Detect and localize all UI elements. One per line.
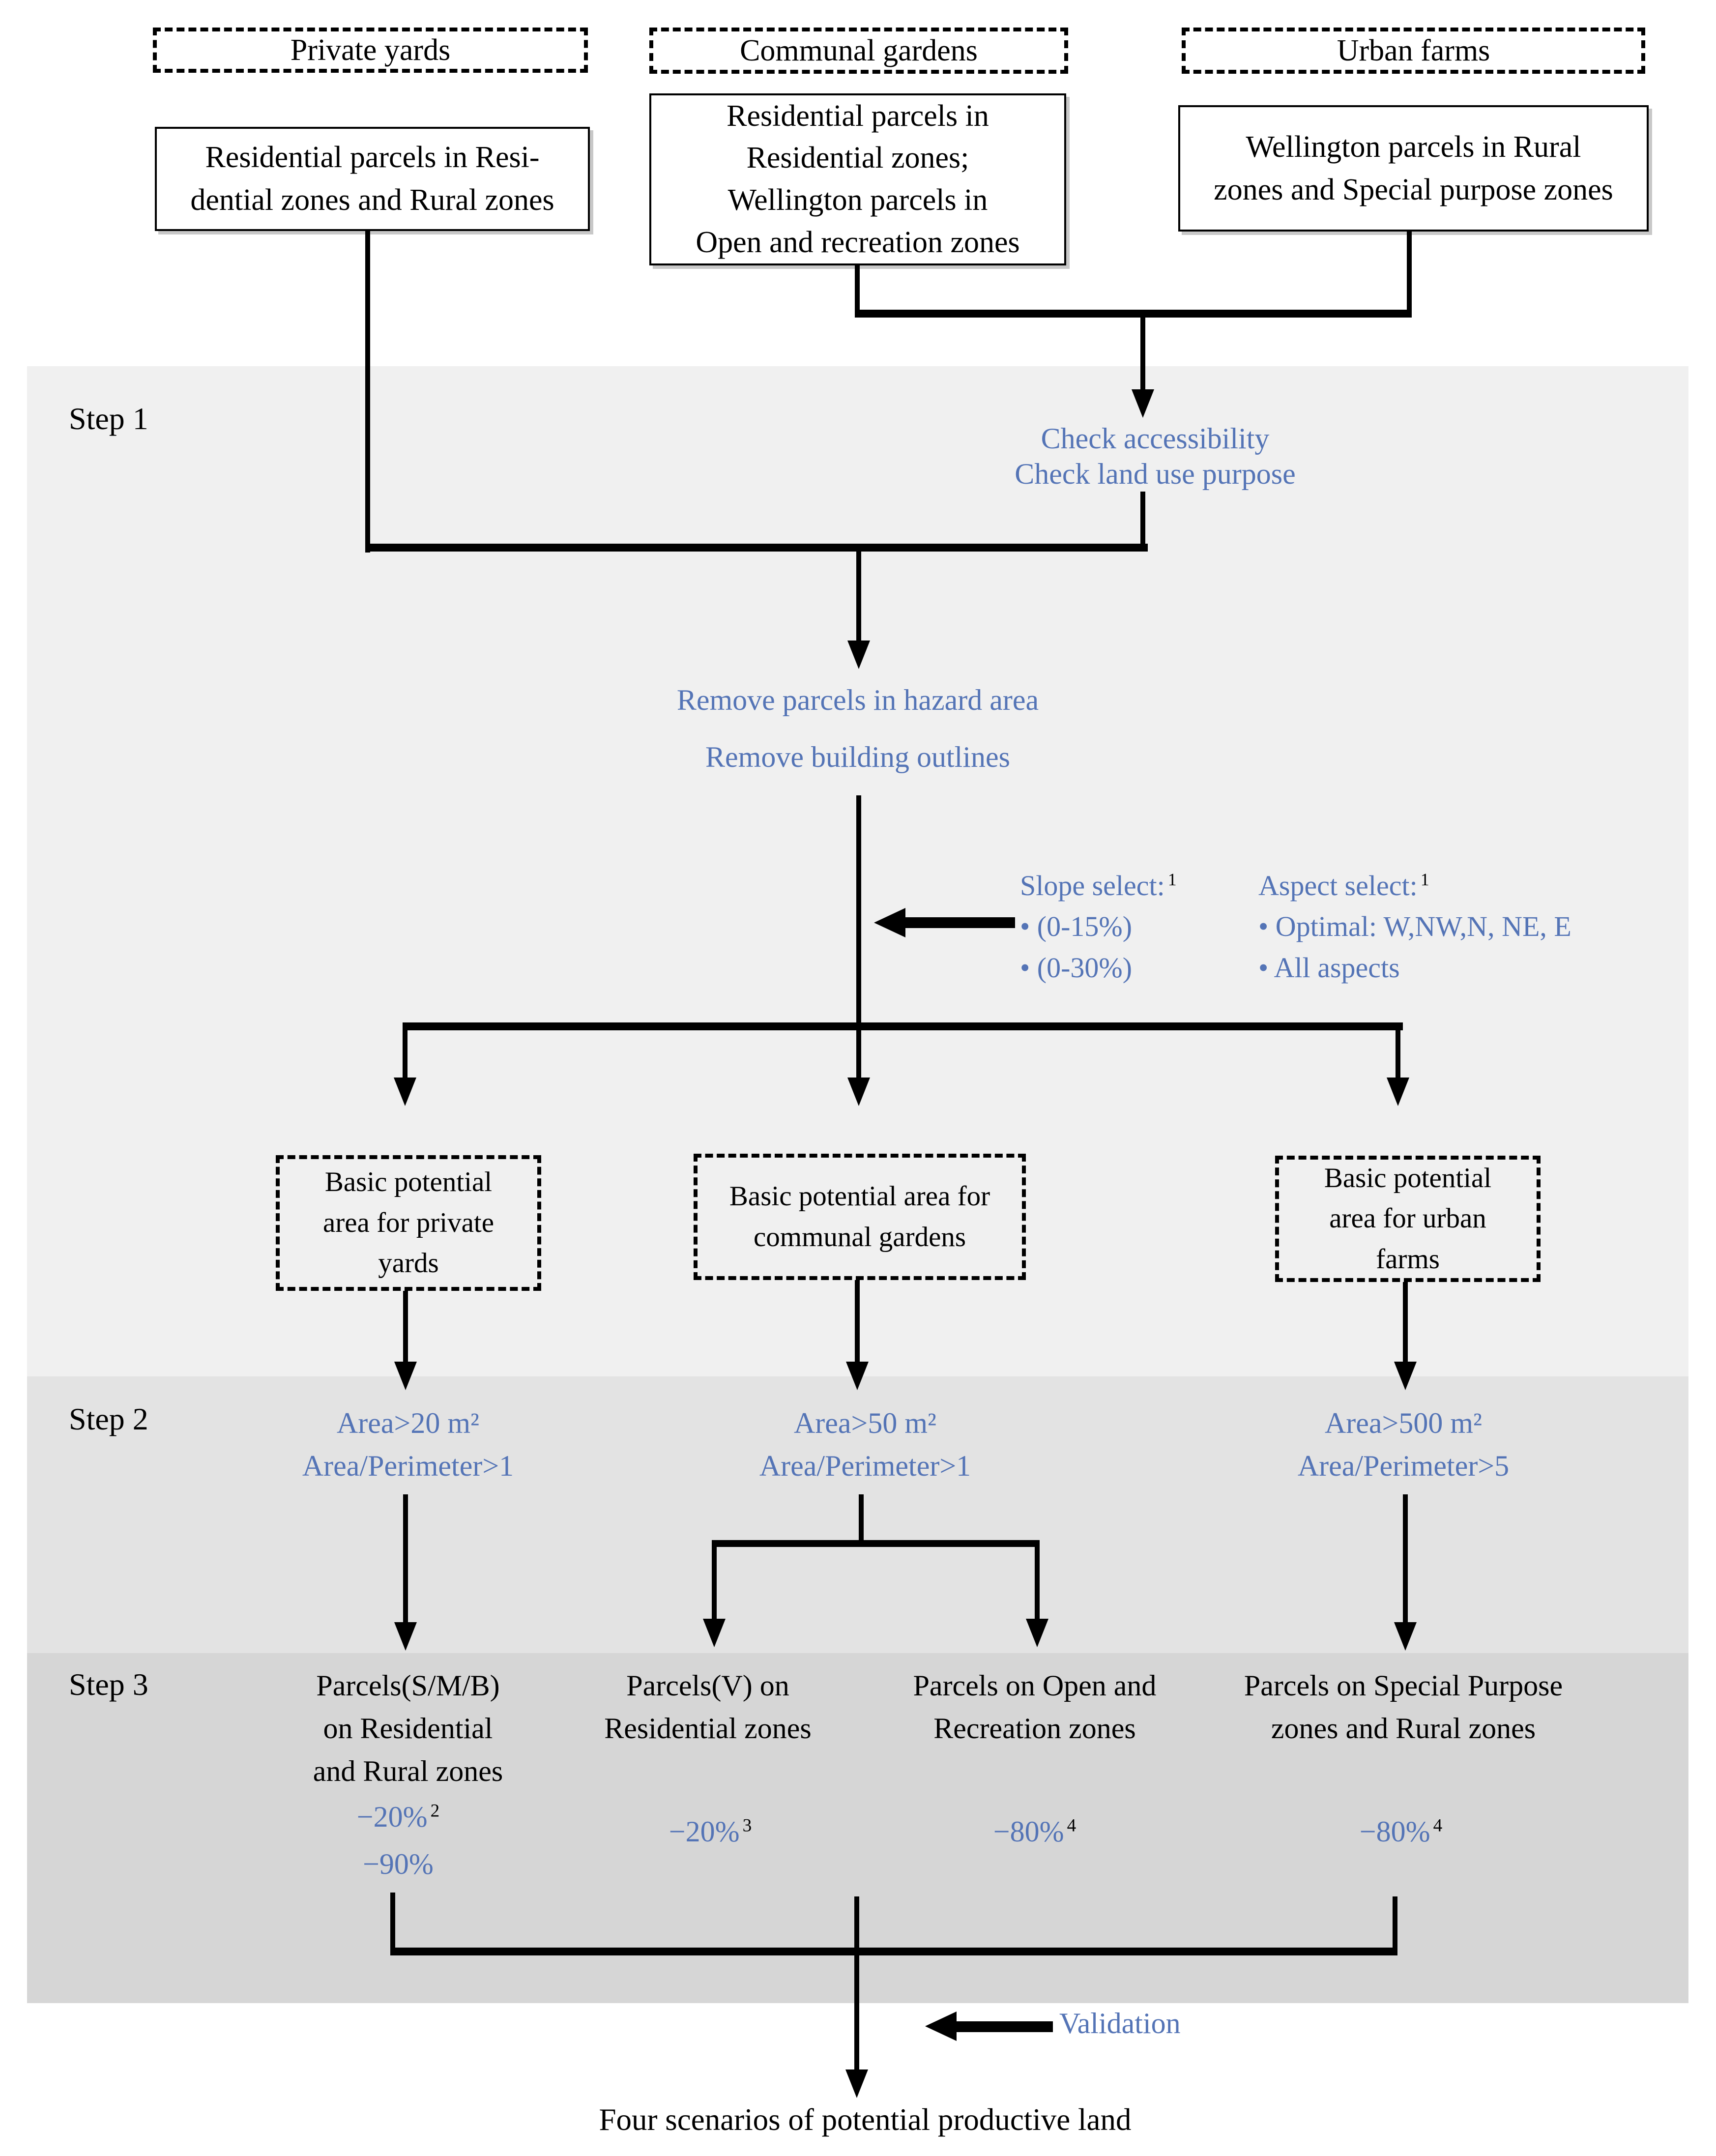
arrowhead-step2-left [394, 1362, 417, 1390]
slope-select-footnote: 1 [1167, 870, 1177, 890]
connector-merge-mid [365, 544, 1148, 552]
category-communal-gardens: Communal gardens [649, 28, 1068, 74]
scenario-v-residential: Parcels(V) on Residential zones [604, 1669, 812, 1745]
step1-label: Step 1 [69, 401, 148, 436]
category-private-yards: Private yards [153, 28, 588, 73]
arrowhead-branch-right [1387, 1078, 1409, 1106]
criteria-private: Area>20 m² Area/Perimeter>1 [302, 1407, 514, 1482]
category-communal-gardens-label: Communal gardens [740, 33, 978, 67]
basic-area-urban: Basic potential area for urban farms [1275, 1156, 1541, 1282]
slope-select-label: Slope select:1 [1020, 870, 1177, 902]
scenario-special-rural: Parcels on Special Purpose zones and Rur… [1244, 1669, 1563, 1745]
source-box-communal-gardens: Residential parcels in Residential zones… [649, 93, 1066, 265]
aspect-select-label: Aspect select:1 [1258, 870, 1429, 902]
basic-area-private: Basic potential area for private yards [276, 1155, 541, 1291]
converge-bar [390, 1948, 1397, 1955]
category-urban-farms: Urban farms [1182, 28, 1645, 74]
source-box-urban-farms: Wellington parcels in Rural zones and Sp… [1178, 105, 1649, 232]
reduction-open-footnote: 4 [1067, 1815, 1076, 1836]
slope-arrow-tail [904, 917, 1015, 928]
connector-merge-top [855, 310, 1412, 318]
validation-arrow-tail [957, 2021, 1053, 2032]
arrowhead-branch-left [394, 1078, 416, 1106]
step3-arrow-right [1403, 1494, 1408, 1624]
arrowhead-to-check [1132, 389, 1154, 418]
reduction-smb-footnote: 2 [430, 1801, 440, 1821]
step3-split-left-drop [712, 1547, 717, 1621]
arrowhead-step3-right [1394, 1622, 1417, 1651]
arrowhead-split-right [1026, 1619, 1048, 1647]
step3-split-right-drop [1035, 1547, 1040, 1621]
arrowhead-step3-left [394, 1622, 417, 1651]
reduction-special-footnote: 4 [1433, 1815, 1443, 1836]
connector-communal-stem [855, 265, 860, 318]
step2-band [27, 1376, 1688, 1653]
slope-option-2: • (0-30%) [1020, 951, 1133, 984]
branch-left-drop [403, 1030, 407, 1079]
reduction-smb-1: −20%2 [356, 1801, 440, 1833]
converge-center [854, 1896, 859, 1952]
slope-option-1: • (0-15%) [1020, 910, 1133, 942]
aspect-select-footnote: 1 [1420, 870, 1429, 890]
aspect-option-2: • All aspects [1258, 951, 1400, 984]
reduction-open-recreation: −80%4 [993, 1815, 1076, 1848]
aspect-select-block: Aspect select:1 • Optimal: W,NW,N, NE, E… [1258, 869, 1681, 988]
validation-arrowhead [925, 2011, 957, 2041]
step3-communal-stem [859, 1494, 864, 1544]
source-box-urban-farms-text: Wellington parcels in Rural zones and Sp… [1214, 130, 1613, 206]
step2-arrow-left [403, 1291, 408, 1364]
reduction-v-residential: −20%3 [669, 1815, 752, 1848]
basic-area-communal: Basic potential area for communal garden… [694, 1154, 1026, 1280]
basic-area-private-text: Basic potential area for private yards [322, 1166, 494, 1279]
category-urban-farms-label: Urban farms [1337, 33, 1490, 67]
final-drop [854, 1955, 859, 2071]
step3-arrow-left [403, 1494, 408, 1624]
remove-buildings-text: Remove building outlines [705, 741, 1010, 773]
arrowhead-split-left [703, 1619, 726, 1647]
converge-left [390, 1893, 395, 1952]
arrowhead-step2-center [846, 1362, 869, 1390]
category-private-yards-label: Private yards [290, 33, 451, 67]
slope-arrowhead [874, 908, 905, 937]
scenario-open-recreation: Parcels on Open and Recreation zones [913, 1669, 1157, 1745]
reduction-smb-2: −90% [363, 1848, 434, 1880]
connector-urban-stem [1407, 232, 1412, 318]
branch-center-drop [856, 1030, 861, 1079]
aspect-option-1: • Optimal: W,NW,N, NE, E [1258, 910, 1571, 942]
criteria-communal: Area>50 m² Area/Perimeter>1 [759, 1407, 971, 1482]
converge-right [1393, 1896, 1397, 1952]
criteria-urban: Area>500 m² Area/Perimeter>5 [1297, 1407, 1510, 1482]
step3-label: Step 3 [69, 1667, 148, 1702]
reduction-v-footnote: 3 [742, 1815, 752, 1836]
source-box-private-yards: Residential parcels in Resi- dential zon… [155, 127, 590, 231]
step2-label: Step 2 [69, 1401, 148, 1436]
connector-check-drop [1140, 318, 1145, 391]
source-box-private-yards-text: Residential parcels in Resi- dential zon… [190, 141, 554, 217]
step3-communal-split [712, 1540, 1040, 1547]
connector-remove-drop [856, 552, 861, 642]
arrowhead-step2-right [1394, 1362, 1417, 1390]
arrowhead-to-remove [847, 641, 870, 669]
source-box-communal-gardens-text: Residential parcels in Residential zones… [696, 99, 1020, 259]
step2-arrow-right [1403, 1282, 1408, 1364]
connector-branch [403, 1022, 1403, 1030]
scenario-smb: Parcels(S/M/B) on Residential and Rural … [313, 1669, 503, 1787]
basic-area-urban-text: Basic potential area for urban farms [1324, 1162, 1492, 1275]
basic-area-communal-text: Basic potential area for communal garden… [729, 1180, 990, 1253]
result-text: Four scenarios of potential productive l… [599, 2102, 1132, 2137]
validation-label: Validation [1059, 2007, 1181, 2039]
connector-main-trunk [856, 795, 861, 1027]
connector-below-check [1140, 492, 1145, 549]
remove-hazard-text: Remove parcels in hazard area [676, 684, 1039, 716]
arrowhead-final [845, 2069, 868, 2098]
check-accessibility-text: Check accessibility Check land use purpo… [1015, 422, 1296, 490]
arrowhead-branch-center [847, 1078, 870, 1106]
step2-arrow-center [855, 1280, 860, 1364]
slope-select-block: Slope select:1 • (0-15%) • (0-30%) [1020, 869, 1251, 988]
reduction-special-rural: −80%4 [1359, 1815, 1443, 1848]
connector-private-stem [365, 231, 370, 553]
branch-right-drop [1396, 1030, 1400, 1079]
